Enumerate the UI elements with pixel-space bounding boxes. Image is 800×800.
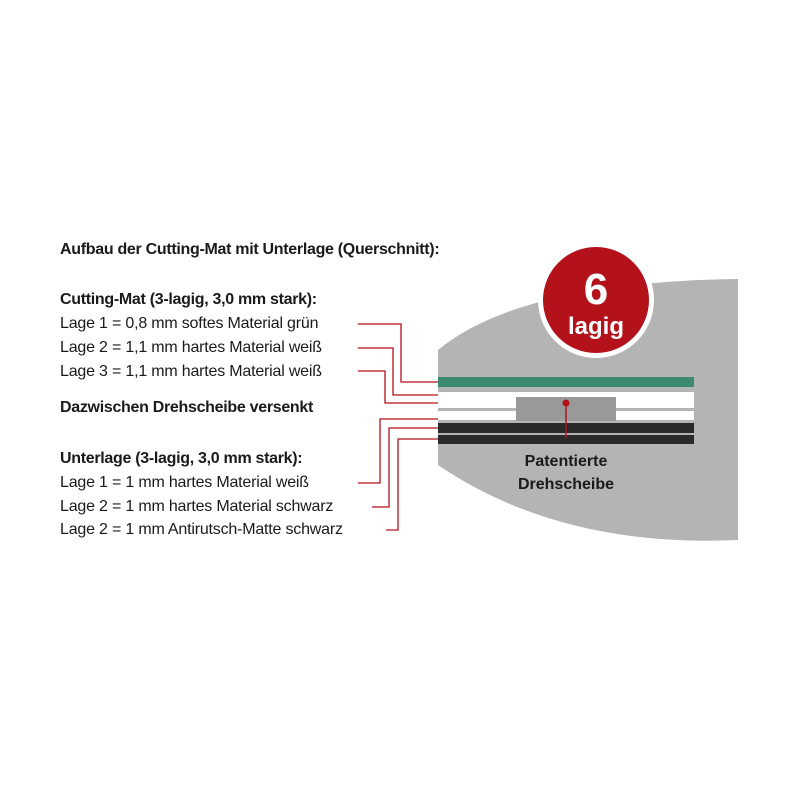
leader-cm-lage3 [358,370,438,404]
leader-ul-lage2 [372,427,438,508]
unterlage-heading: Unterlage (3-lagig, 3,0 mm stark): [60,450,303,467]
layer-green [438,377,694,387]
leader-cm-lage1 [358,323,438,383]
cutting-mat-lage-1: Lage 1 = 0,8 mm softes Material grün [60,315,319,332]
between-label: Dazwischen Drehscheibe versenkt [60,399,314,416]
leader-ul-lage3 [386,438,438,531]
badge-number: 6 [584,265,608,314]
badge-word: lagig [568,313,624,340]
caption-line2: Drehscheibe [518,476,614,493]
cutting-mat-heading: Cutting-Mat (3-lagig, 3,0 mm stark): [60,291,317,308]
cutting-mat-lage-2: Lage 2 = 1,1 mm hartes Material weiß [60,339,322,356]
unterlage-lage-1: Lage 1 = 1 mm hartes Material weiß [60,474,309,491]
diagram-title: Aufbau der Cutting-Mat mit Unterlage (Qu… [60,241,440,258]
six-layer-badge: 6 lagig [538,242,654,358]
leader-ul-lage1 [358,418,438,484]
unterlage-lage-2: Lage 2 = 1 mm hartes Material schwarz [60,498,334,515]
caption-line1: Patentierte [525,453,608,470]
leader-lines [358,323,438,531]
layer-white-1 [438,392,694,399]
unterlage-lage-3: Lage 2 = 1 mm Antirutsch-Matte schwarz [60,521,343,538]
leader-cm-lage2 [358,347,438,396]
cutting-mat-lage-3: Lage 3 = 1,1 mm hartes Material weiß [60,363,322,380]
pivot-pin-head [562,399,570,407]
layer-black-2 [438,435,694,444]
